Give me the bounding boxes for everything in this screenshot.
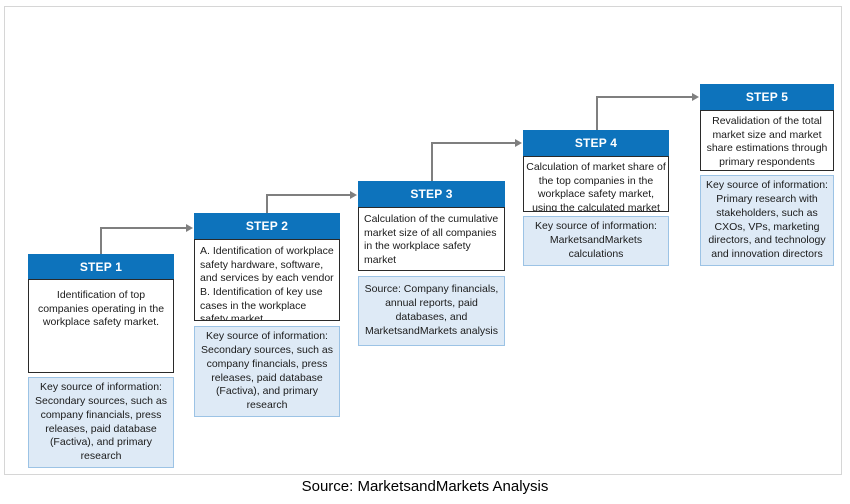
step-3-description: Calculation of the cumulative market siz…	[358, 207, 505, 271]
connector-vertical-line	[100, 227, 102, 254]
step-2-group: STEP 2 A. Identification of workplace sa…	[194, 213, 340, 418]
step-2-title: STEP 2	[194, 213, 340, 239]
step-1-group: STEP 1 Identification of top companies o…	[28, 254, 174, 469]
step-4-description: Calculation of market share of the top c…	[523, 156, 669, 212]
step-1-title: STEP 1	[28, 254, 174, 279]
diagram-source-caption: Source: MarketsandMarkets Analysis	[301, 478, 549, 495]
step-5-key-source: Key source of information: Primary resea…	[700, 175, 834, 267]
step-3-group: STEP 3 Calculation of the cumulative mar…	[358, 181, 505, 346]
connector-vertical-line	[431, 142, 433, 181]
connector-horizontal-line	[100, 227, 187, 229]
step-4-key-source: Key source of information: MarketsandMar…	[523, 216, 669, 266]
arrowhead-right-icon	[692, 93, 699, 101]
connector-vertical-line	[266, 194, 268, 213]
connector-vertical-line	[596, 96, 598, 130]
connector-horizontal-line	[596, 96, 693, 98]
step-1-key-source: Key source of information: Secondary sou…	[28, 377, 174, 469]
step-2-key-source: Key source of information: Secondary sou…	[194, 326, 340, 418]
connector-horizontal-line	[266, 194, 351, 196]
step-5-group: STEP 5 Revalidation of the total market …	[700, 84, 834, 267]
step-3-key-source: Source: Company financials, annual repor…	[358, 276, 505, 346]
step-3-title: STEP 3	[358, 181, 505, 207]
step-2-description: A. Identification of workplace safety ha…	[194, 239, 340, 321]
arrowhead-right-icon	[515, 139, 522, 147]
connector-horizontal-line	[431, 142, 516, 144]
step-5-title: STEP 5	[700, 84, 834, 110]
step-4-group: STEP 4 Calculation of market share of th…	[523, 130, 669, 266]
step-5-description: Revalidation of the total market size an…	[700, 110, 834, 171]
step-1-description: Identification of top companies operatin…	[28, 279, 174, 373]
step-4-title: STEP 4	[523, 130, 669, 156]
arrowhead-right-icon	[350, 191, 357, 199]
arrowhead-right-icon	[186, 224, 193, 232]
